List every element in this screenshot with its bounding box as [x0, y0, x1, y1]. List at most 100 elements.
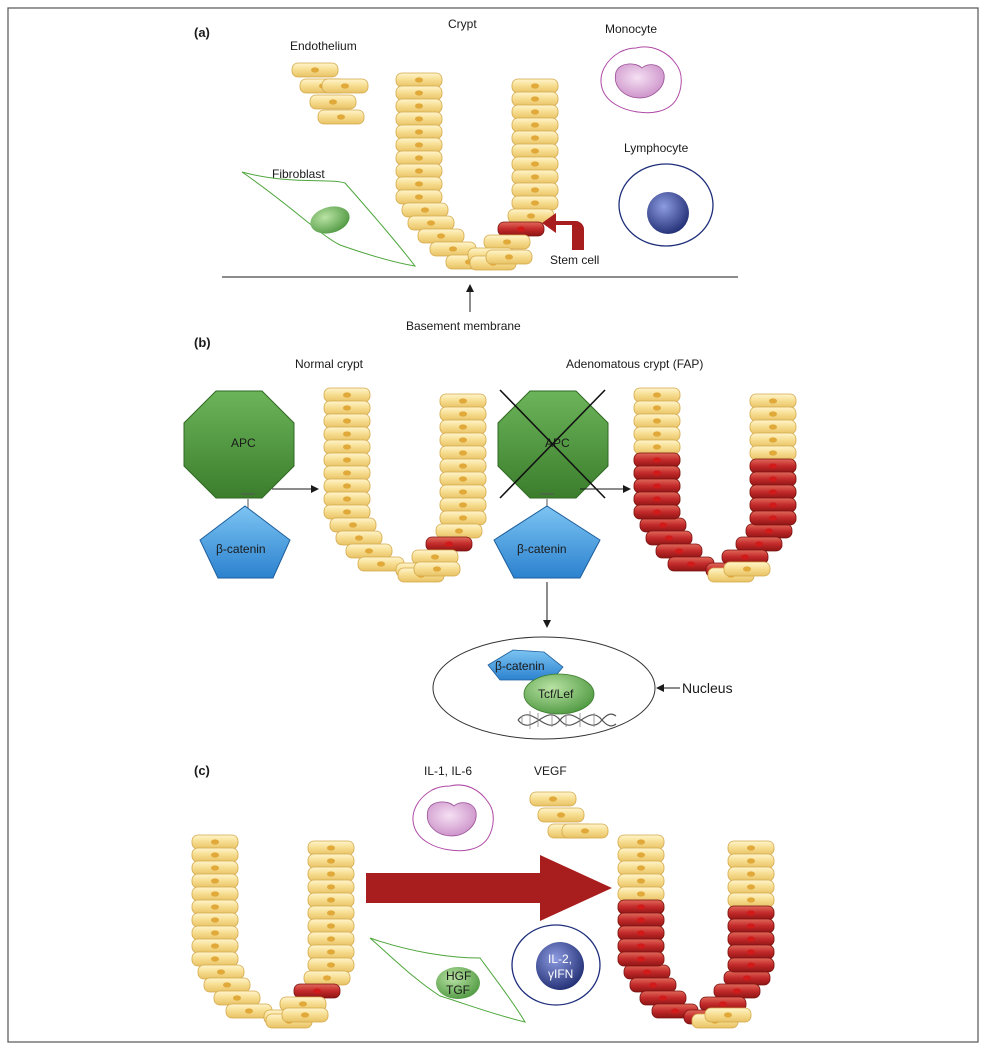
crypt-cell-right [511, 104, 559, 120]
crypt-adenomatous-c [617, 834, 775, 1029]
crypt-cell-left [395, 137, 443, 153]
crypt-cell-right [511, 169, 559, 185]
crypt-cell-right [439, 432, 487, 448]
crypt-cell-left [633, 400, 681, 416]
stem-cell-arrow [542, 213, 584, 250]
normal-crypt-label: Normal crypt [295, 357, 364, 371]
crypt-cell-right [511, 143, 559, 159]
crypt-cell-right [307, 918, 355, 934]
apc-cross-2 [499, 389, 606, 499]
crypt-label: Crypt [448, 17, 477, 31]
crypt-cell-right [511, 117, 559, 133]
crypt-cell-left [633, 439, 681, 455]
crypt-cell-left [323, 465, 371, 481]
beta-catenin-pentagon-left: β-catenin [199, 505, 291, 579]
crypt-cell-left [323, 400, 371, 416]
crypt-cell-bottom [335, 530, 383, 546]
adenoma-cell-left [617, 912, 665, 928]
crypt-cell-right [511, 91, 559, 107]
il-label: IL-1, IL-6 [424, 764, 472, 778]
crypt-cell-right [749, 406, 797, 422]
crypt-cell-bottom [713, 983, 761, 999]
crypt-cell-bottom [623, 964, 671, 980]
endothelial-cell [561, 823, 609, 839]
crypt-cell-bottom [745, 523, 793, 539]
crypt-cell-bottom [735, 536, 783, 552]
dna-helix [517, 711, 617, 729]
crypt-cell-left [395, 189, 443, 205]
endothelial-cell [309, 94, 357, 110]
tgf-label: TGF [446, 983, 470, 997]
progression-arrow [366, 855, 612, 921]
hgf-label: HGF [446, 969, 471, 983]
crypt-cell-right [307, 853, 355, 869]
crypt-cell-left [395, 85, 443, 101]
fibroblast [241, 171, 417, 267]
adenoma-cell-left [633, 452, 681, 468]
adenoma-cell-right [749, 484, 797, 500]
crypt-cell-right [439, 458, 487, 474]
crypt-cell-base [281, 1007, 329, 1023]
crypt-cell-right [439, 406, 487, 422]
figure-frame [7, 7, 979, 1043]
panel-a-label: (a) [194, 25, 210, 40]
panel-c-label: (c) [194, 763, 210, 778]
crypt-cell-right [439, 393, 487, 409]
vegf-label: VEGF [534, 764, 567, 778]
adenoma-cell-right [727, 931, 775, 947]
crypt-adenomatous-b [633, 387, 797, 583]
crypt-normal-a [395, 72, 559, 271]
apc-octagon-right: APC [497, 389, 609, 499]
adenoma-cell-left [617, 938, 665, 954]
ifn-label: γIFN [548, 967, 573, 981]
stem-cell-label: Stem cell [550, 253, 599, 267]
crypt-cell-bottom [435, 523, 483, 539]
crypt-cell-right [749, 419, 797, 435]
adenoma-cell-left [633, 504, 681, 520]
crypt-cell-bottom [483, 234, 531, 250]
crypt-cell-bottom [639, 990, 687, 1006]
adenomatous-crypt-label: Adenomatous crypt (FAP) [566, 357, 703, 371]
crypt-cell-left [395, 111, 443, 127]
crypt-cell-left [323, 413, 371, 429]
nucleus-beta-catenin-label: β-catenin [495, 659, 545, 673]
crypt-cell-bottom [197, 964, 245, 980]
adenoma-cell-right [727, 905, 775, 921]
crypt-cell-left [323, 387, 371, 403]
crypt-cell-bottom [303, 970, 351, 986]
crypt-cell-bottom [411, 549, 459, 565]
crypt-cell-right [511, 182, 559, 198]
monocyte-c [412, 784, 494, 852]
crypt-cell-bottom [293, 983, 341, 999]
crypt-cell-bottom [329, 517, 377, 533]
crypt-cell-left [395, 176, 443, 192]
crypt-cell-left [191, 873, 239, 889]
endothelium-label: Endothelium [290, 39, 357, 53]
endothelial-cell [537, 807, 585, 823]
crypt-cell-left [633, 413, 681, 429]
crypt-cell-left [191, 938, 239, 954]
crypt-cell-left [191, 899, 239, 915]
crypt-cell-right [511, 78, 559, 94]
beta-catenin-label-left: β-catenin [216, 542, 266, 556]
panel-b-label: (b) [194, 335, 211, 350]
crypt-cell-bottom [357, 556, 405, 572]
crypt-cell-bottom [203, 977, 251, 993]
crypt-cell-left [191, 886, 239, 902]
adenoma-cell-left [617, 951, 665, 967]
endothelium-cells [291, 62, 369, 125]
tcf-lef-ellipse [523, 673, 595, 715]
crypt-cell-left [191, 834, 239, 850]
crypt-cell-bottom [279, 996, 327, 1012]
crypt-normal-b [323, 387, 487, 583]
crypt-cell-right [727, 853, 775, 869]
crypt-cell-base [485, 249, 533, 265]
crypt-cell-bottom [645, 530, 693, 546]
adenoma-cell-left [617, 899, 665, 915]
crypt-cell-right [439, 510, 487, 526]
endothelial-cell [529, 791, 577, 807]
crypt-cell-right [307, 892, 355, 908]
crypt-cell-right [727, 879, 775, 895]
crypt-cell-base [413, 561, 461, 577]
